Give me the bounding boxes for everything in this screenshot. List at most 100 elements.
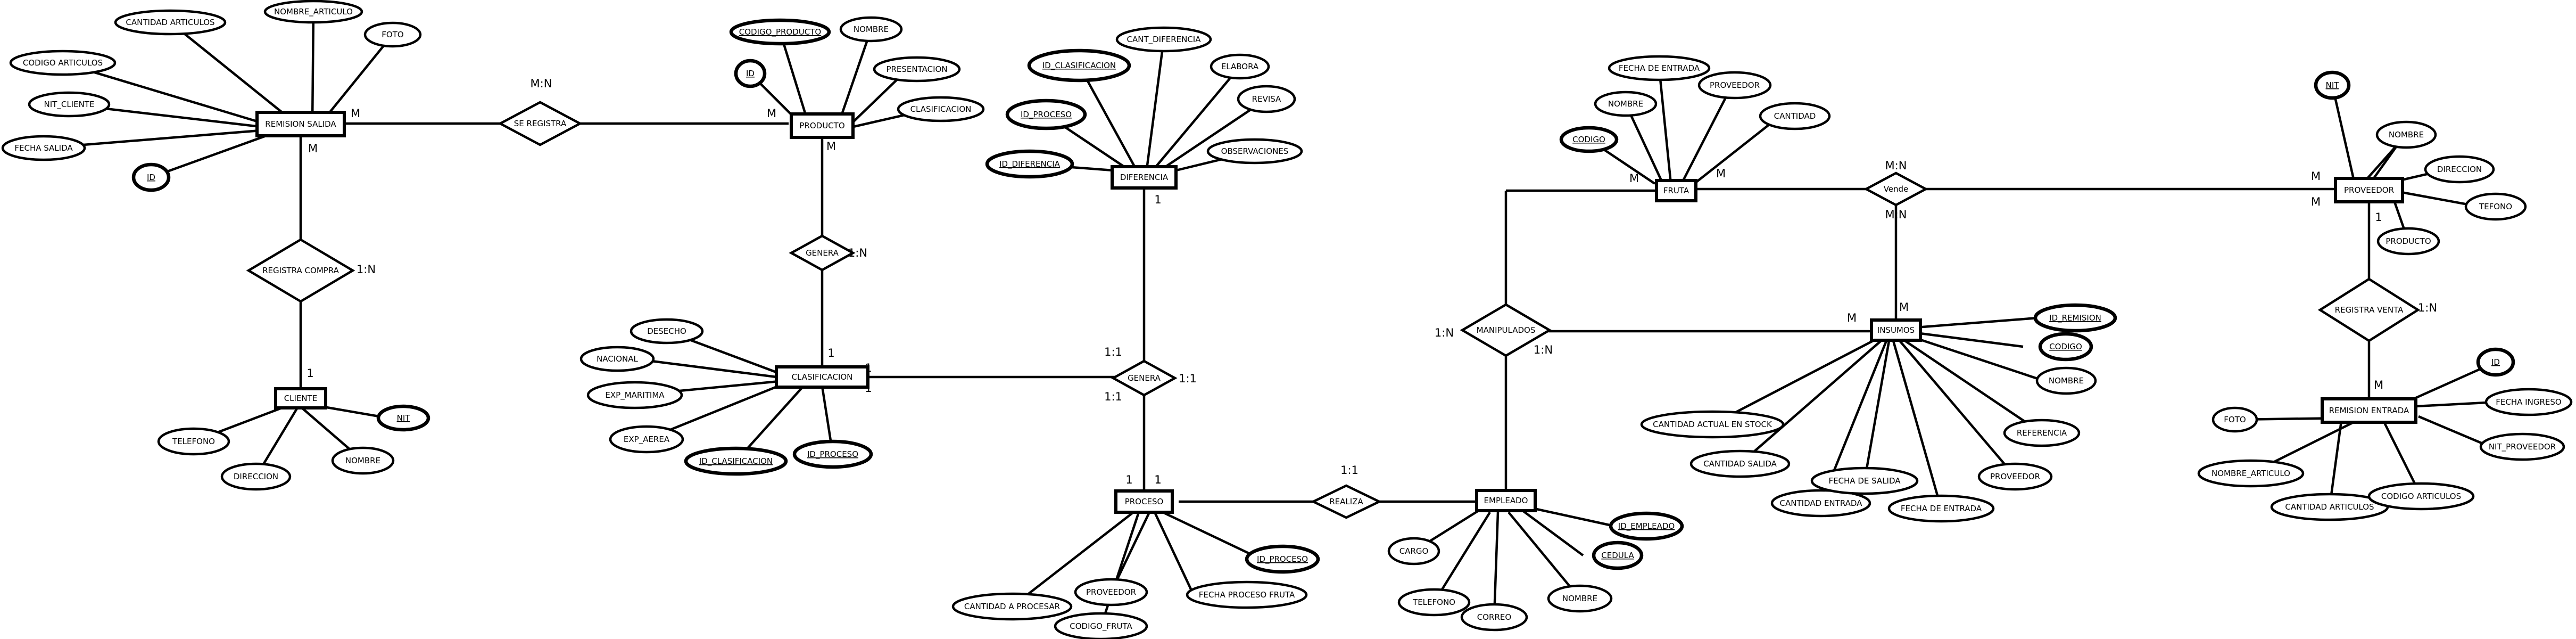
- attribute-ellipse: [2314, 70, 2351, 100]
- key-attribute-label: ID_REMISION: [2049, 313, 2101, 323]
- attribute-telefono: TELEFONO: [157, 427, 230, 456]
- attribute-ellipse: [2476, 347, 2515, 377]
- entity-label: INSUMOS: [1877, 325, 1915, 335]
- attribute-label: DIRECCION: [2437, 165, 2482, 174]
- attribute-codigo: CODIGO: [1559, 126, 1619, 153]
- relationship-label: GENERA: [1128, 373, 1161, 383]
- cardinality-label: M: [308, 142, 318, 155]
- attribute-nombre: NOMBRE: [839, 16, 903, 43]
- attribute-label: CANTIDAD ARTICULOS: [126, 18, 214, 27]
- attribute-codigo-fruta: CODIGO_FRUTA: [1054, 612, 1148, 639]
- attribute-ellipse: [220, 462, 292, 491]
- attribute-label: NOMBRE: [345, 456, 380, 465]
- attribute-label: TELEFONO: [1412, 597, 1455, 607]
- attribute-label: CANTIDAD: [1774, 111, 1816, 121]
- attribute-label: FECHA DE ENTRADA: [1901, 504, 1982, 513]
- attribute-id: ID: [2476, 347, 2515, 377]
- attribute-proveedor: PROVEEDOR: [1977, 462, 2053, 491]
- attribute-nombre-articulo: NOMBRE_ARTICULO: [263, 0, 363, 24]
- entity-cliente: CLIENTE: [274, 387, 327, 409]
- relationship-label: REGISTRA COMPRA: [262, 266, 339, 275]
- attribute-codigo-producto: CODIGO_PRODUCTO: [729, 18, 831, 46]
- attribute-ellipse: [1810, 466, 1919, 495]
- attribute-label: NOMBRE: [2049, 376, 2084, 386]
- entity-fruta: FRUTA: [1655, 179, 1697, 202]
- attribute-label: CODIGO ARTICULOS: [23, 58, 103, 68]
- key-attribute-label: CODIGO: [1572, 135, 1605, 144]
- relationship-realiza: REALIZA: [1310, 484, 1382, 519]
- entity-label: EMPLEADO: [1484, 496, 1528, 505]
- attribute-id-proceso: ID_PROCESO: [1005, 99, 1087, 130]
- entity-box: [2321, 397, 2417, 424]
- key-attribute-label: CEDULA: [1601, 551, 1634, 560]
- cardinality-label: M: [2311, 170, 2321, 183]
- entity-box: [2334, 177, 2404, 203]
- attribute-observaciones: OBSERVACIONES: [1206, 138, 1303, 165]
- attribute-ellipse: [1, 135, 86, 161]
- relationship-diamond: [2317, 277, 2421, 342]
- cardinality-label: M: [1629, 172, 1639, 185]
- entity-box: [274, 387, 327, 409]
- attribute-id: ID: [131, 162, 171, 192]
- attribute-id-empleado: ID_EMPLEADO: [1609, 511, 1684, 541]
- attribute-fecha-proceso-fruta: FECHA PROCESO FRUTA: [1186, 580, 1308, 609]
- attribute-label: FECHA DE ENTRADA: [1619, 63, 1700, 73]
- entity-label: DIFERENCIA: [1120, 173, 1169, 182]
- attribute-ellipse: [114, 9, 227, 36]
- attribute-ellipse: [1387, 537, 1440, 566]
- attribute-id-clasificacion: ID_CLASIFICACION: [684, 446, 788, 476]
- attribute-ellipse: [1245, 544, 1320, 574]
- key-attribute-label: ID_CLASIFICACION: [699, 456, 773, 466]
- attribute-elabora: ELABORA: [1210, 53, 1270, 80]
- attribute-ellipse: [1054, 612, 1148, 639]
- relationship-diamond: [789, 234, 856, 272]
- attribute-nombre: NOMBRE: [2375, 120, 2437, 149]
- attribute-ellipse: [2484, 388, 2573, 416]
- attribute-ellipse: [2211, 406, 2258, 433]
- attribute-label: REVISA: [1252, 94, 1281, 104]
- attribute-ellipse: [629, 318, 704, 345]
- attribute-clasificacion: CLASIFICACION: [897, 96, 985, 122]
- entity-proceso: PROCESO: [1114, 489, 1174, 514]
- attribute-ellipse: [9, 50, 117, 76]
- attribute-label: FECHA DE SALIDA: [1828, 476, 1901, 486]
- attribute-id-clasificacion: ID_CLASIFICACION: [1027, 48, 1131, 83]
- key-attribute-label: ID_PROCESO: [1021, 110, 1072, 120]
- attribute-nacional: NACIONAL: [579, 346, 655, 372]
- attribute-ellipse: [839, 16, 903, 43]
- attribute-label: DIRECCION: [234, 472, 278, 481]
- attribute-id-diferencia: ID_DIFERENCIA: [985, 149, 1074, 179]
- attribute-direccion: DIRECCION: [2424, 155, 2495, 184]
- attribute-label: NOMBRE: [2389, 130, 2424, 140]
- attribute-nombre-articulo: NOMBRE_ARTICULO: [2197, 459, 2305, 488]
- attribute-exp-aerea: EXP_AEREA: [609, 425, 684, 454]
- cardinality-label: M: [1899, 301, 1909, 314]
- attribute-nit-cliente: NIT_CLIENTE: [28, 91, 111, 118]
- key-attribute-label: ID: [2491, 357, 2500, 367]
- entity-label: PRODUCTO: [799, 121, 844, 130]
- attribute-presentacion: PRESENTACION: [873, 56, 961, 83]
- attribute-nombre: NOMBRE: [1547, 584, 1613, 613]
- attribute-nit-proveedor: NIT_PROVEEDOR: [2479, 432, 2565, 461]
- entity-label: PROVEEDOR: [2344, 185, 2394, 195]
- attribute-ellipse: [2464, 192, 2527, 221]
- attribute-label: FOTO: [2224, 415, 2246, 424]
- attribute-nombre: NOMBRE: [1594, 91, 1658, 117]
- cardinality-label: M: [351, 107, 360, 120]
- entity-box: [1475, 489, 1537, 512]
- relationship-label: MANIPULADOS: [1477, 325, 1536, 335]
- key-attribute-label: ID_EMPLEADO: [1618, 521, 1675, 531]
- relationship-diamond: [1310, 484, 1382, 519]
- entity-clasificacion: CLASIFICACION: [775, 365, 869, 389]
- attribute-cedula: CEDULA: [1592, 540, 1644, 570]
- attribute-ellipse: [2038, 332, 2093, 362]
- entity-box: [790, 112, 855, 139]
- attribute-ellipse: [1460, 603, 1528, 632]
- attribute-label: CODIGO_FRUTA: [1070, 621, 1132, 632]
- entity-empleado: EMPLEADO: [1475, 489, 1537, 512]
- attribute-label: CARGO: [1399, 546, 1429, 556]
- attribute-label: NIT_CLIENTE: [44, 100, 95, 110]
- attribute-label: NOMBRE: [1562, 594, 1597, 603]
- attribute-fecha-salida: FECHA SALIDA: [1, 135, 86, 161]
